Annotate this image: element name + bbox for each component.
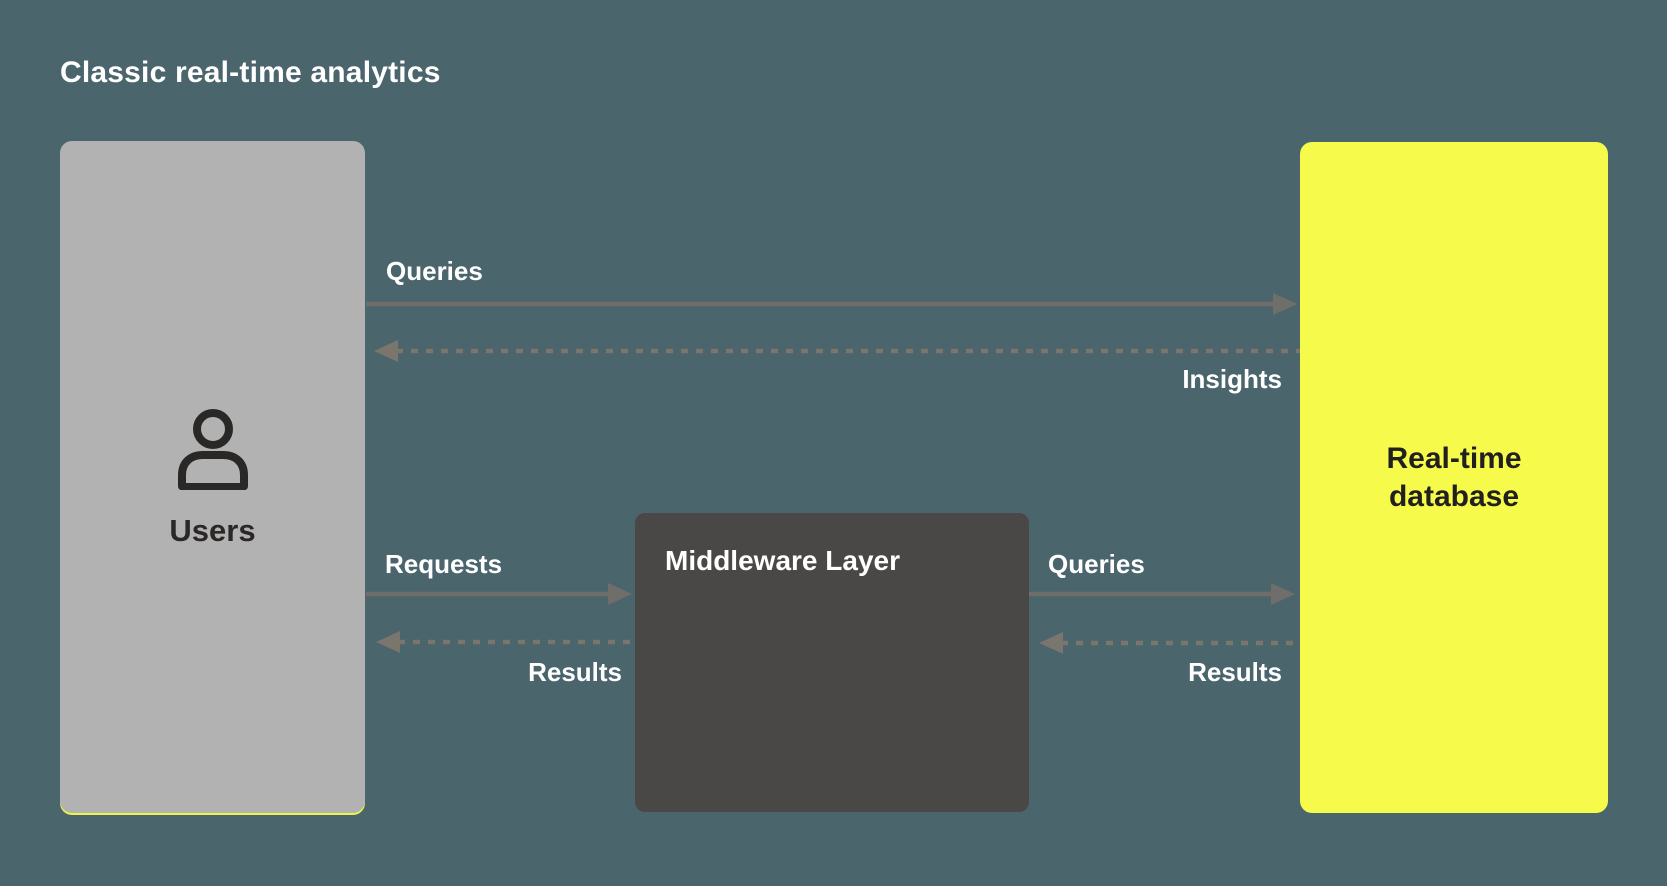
arrow-users-to-middleware <box>366 583 632 605</box>
arrow-users-to-database <box>366 293 1297 315</box>
edge-label-queries-top: Queries <box>386 256 483 286</box>
arrow-database-to-middleware <box>1039 632 1300 654</box>
node-database: Real-time database <box>1300 142 1608 813</box>
edge-label-queries-mid: Queries <box>1048 549 1145 579</box>
diagram-title: Classic real-time analytics <box>60 56 441 89</box>
edge-label-insights: Insights <box>1182 364 1282 394</box>
edge-label-results-right: Results <box>1188 657 1282 687</box>
arrow-middleware-to-database <box>1029 583 1295 605</box>
node-middleware: Middleware Layer <box>635 513 1029 812</box>
node-users-label: Users <box>169 512 256 548</box>
node-database-label: Real-time database <box>1386 442 1522 513</box>
person-icon <box>173 406 253 495</box>
arrow-database-to-users <box>374 340 1300 362</box>
edge-label-results-left: Results <box>528 657 622 687</box>
edge-label-requests: Requests <box>385 549 503 579</box>
node-middleware-label: Middleware Layer <box>665 545 900 576</box>
arrow-middleware-to-users <box>376 631 635 653</box>
node-users: Users <box>60 141 365 813</box>
